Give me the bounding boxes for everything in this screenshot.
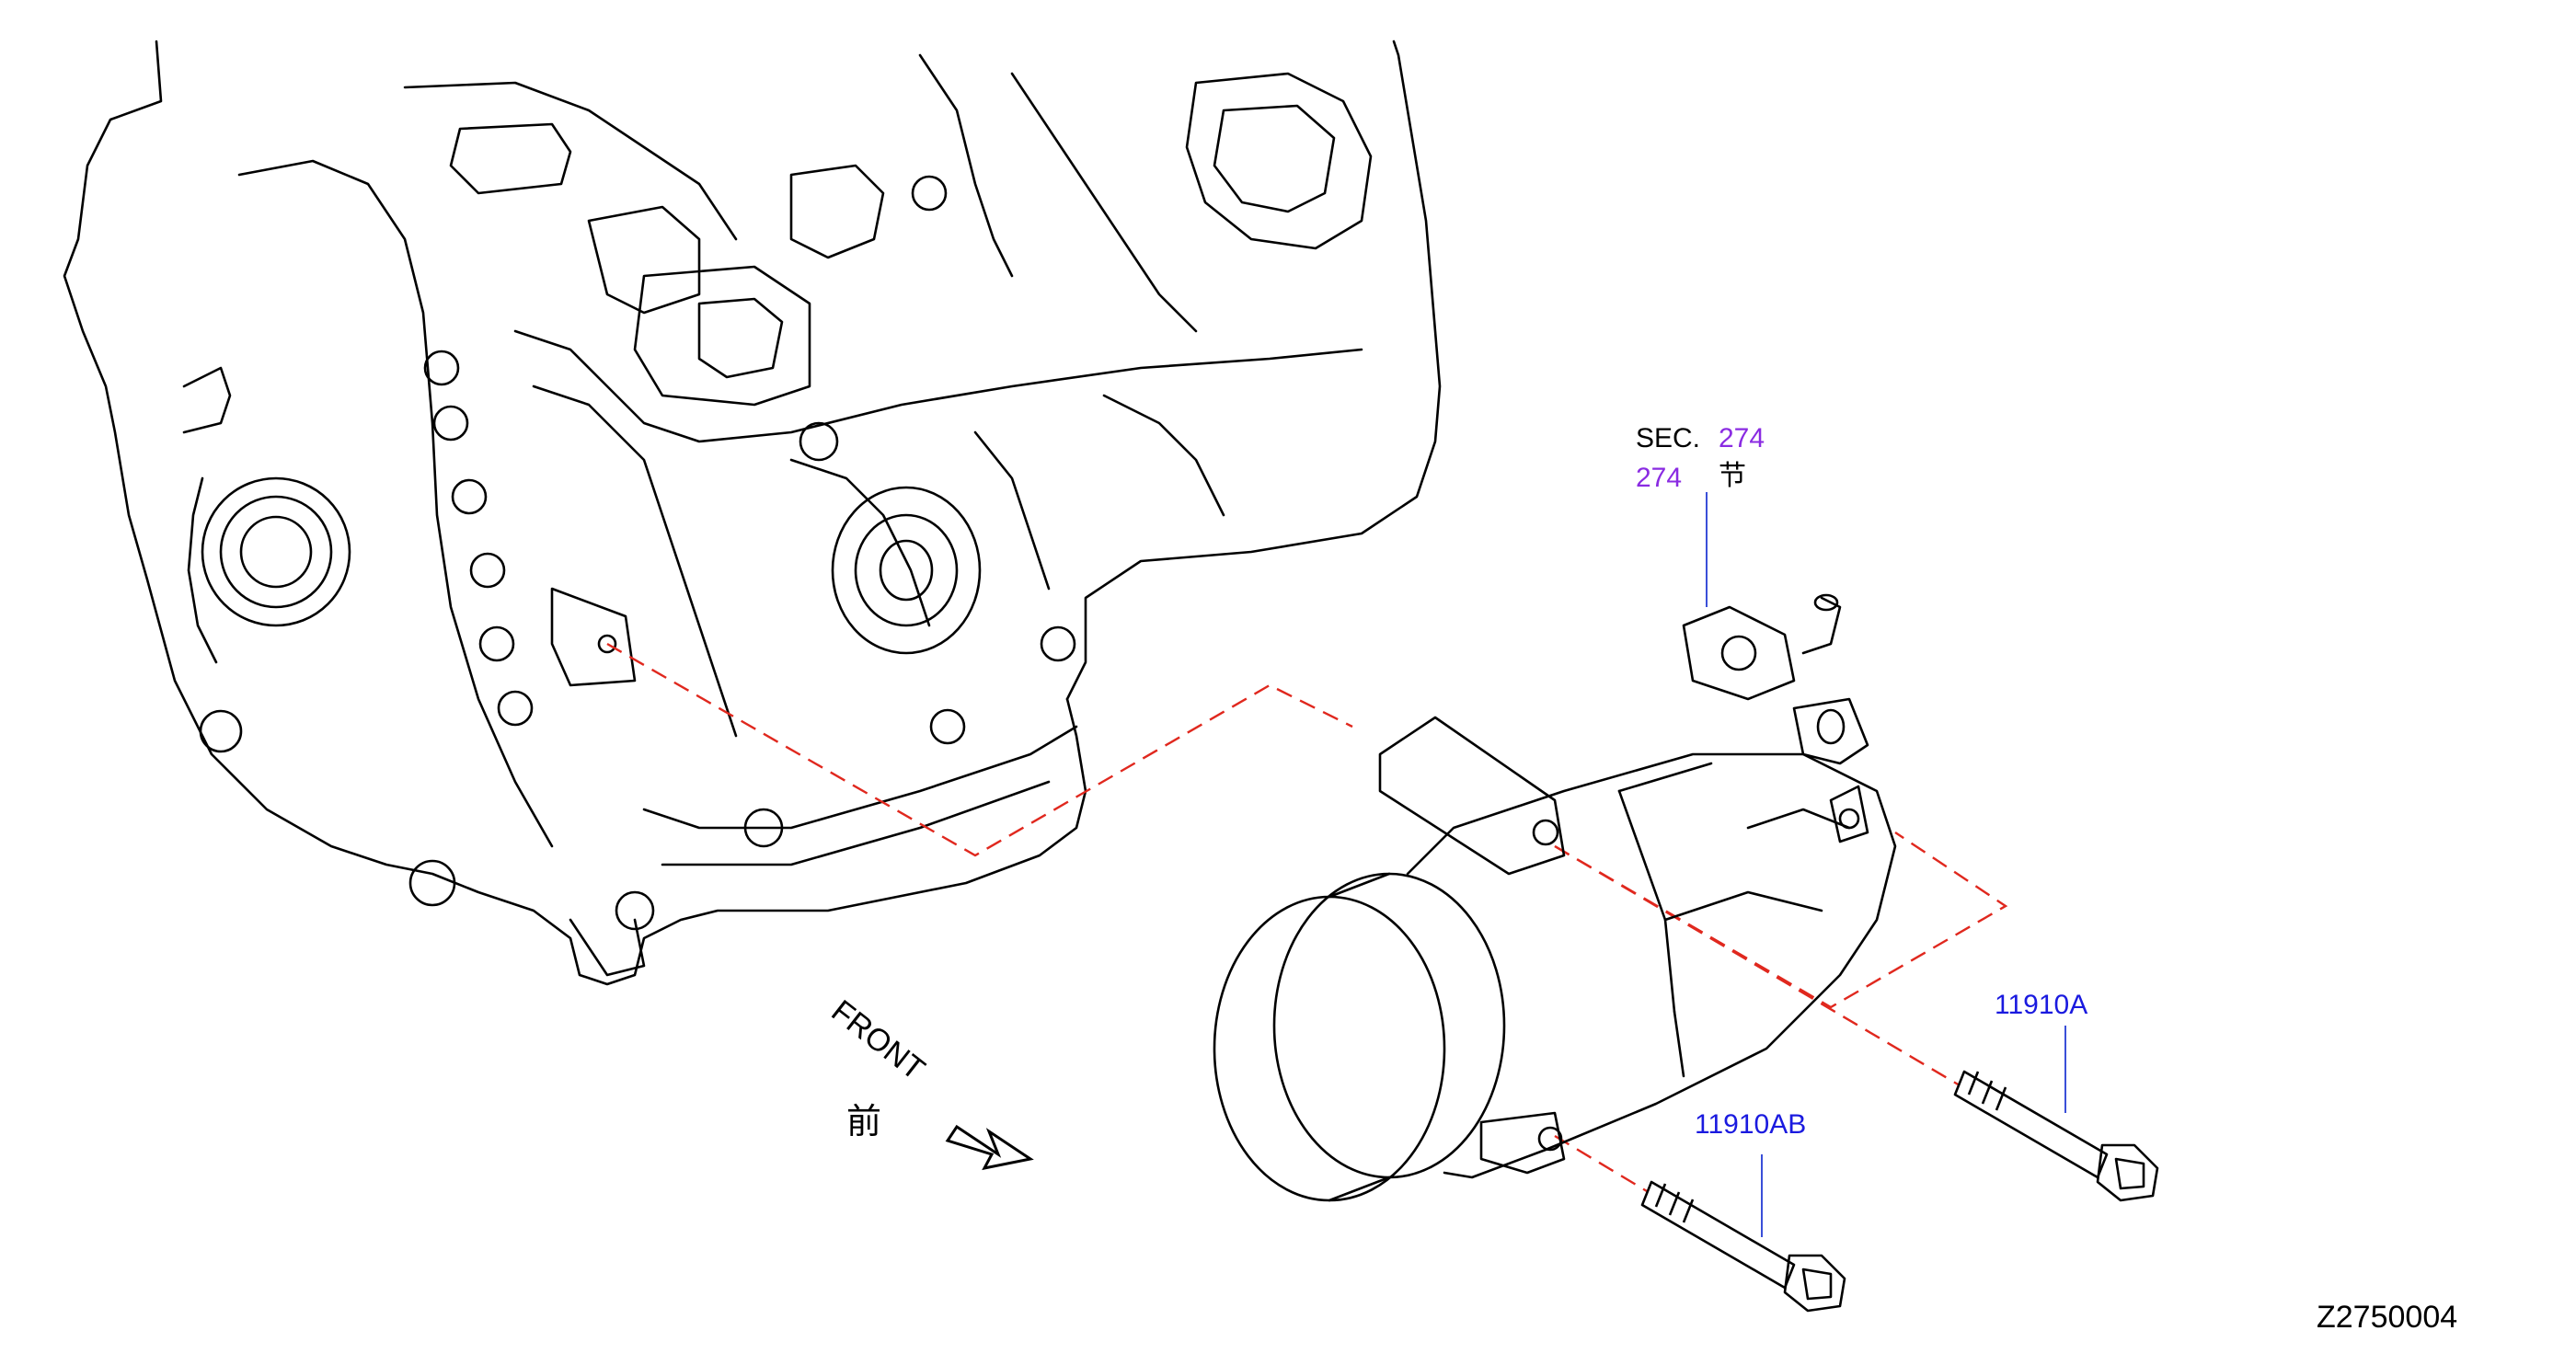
bolt-11910A-drawing: [1953, 1070, 2159, 1202]
diagram-id: Z2750004: [2317, 1300, 2458, 1335]
bolt-11910AB-drawing: [1640, 1180, 1846, 1313]
callout-11910A[interactable]: 11910A: [1995, 990, 2088, 1020]
section-number-link[interactable]: 274: [1719, 423, 1765, 453]
front-cjk-label: 前: [846, 1101, 882, 1141]
section-number-alt[interactable]: 274: [1636, 463, 1683, 493]
leader-lines: [1706, 492, 2066, 1237]
ac-compressor-drawing: [1213, 593, 1897, 1202]
section-prefix: SEC.: [1636, 423, 1701, 453]
section-cjk-label: 节: [1719, 460, 1746, 492]
alignment-guides: [606, 642, 2008, 1193]
engine-block-drawing: [63, 40, 1442, 986]
callout-11910AB[interactable]: 11910AB: [1695, 1109, 1807, 1140]
front-arrow-icon: [945, 1124, 1034, 1171]
